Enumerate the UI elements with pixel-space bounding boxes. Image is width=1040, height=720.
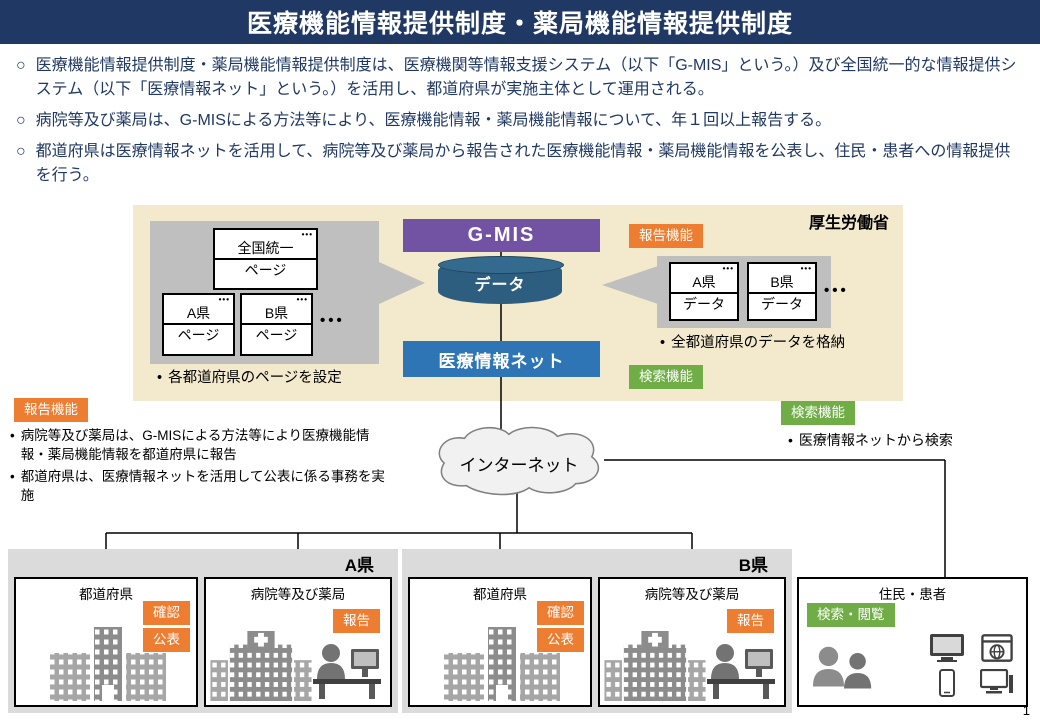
note-text: 各都道府県のページを設定 xyxy=(168,370,342,386)
report-note-item: • 病院等及び薬局は、G-MISによる方法等により医療機能情報・薬局機能情報を都… xyxy=(10,427,394,465)
pref-b-container: B県 都道府県 確認 公表 病院等及び薬局 報告 xyxy=(402,549,792,713)
screen-title: B県 xyxy=(749,274,815,294)
pages-panel-pointer xyxy=(379,262,425,304)
data-panel-note: • 全都道府県のデータを格納 xyxy=(660,334,900,353)
publish-badge: 公表 xyxy=(537,628,584,652)
government-building-icon xyxy=(444,627,560,701)
internet-cloud: インターネット xyxy=(428,424,610,498)
search-note-item: • 医療情報ネットから検索 xyxy=(788,431,1028,451)
pref-b-page-screen: ••• B県 ページ xyxy=(240,293,313,356)
org-title: 病院等及び薬局 xyxy=(250,587,346,602)
dot-bullet-marker: • xyxy=(157,370,163,386)
smartphone-icon xyxy=(939,669,955,697)
ministry-label: 厚生労働省 xyxy=(808,215,889,232)
database-label: データ xyxy=(474,277,526,294)
screen-subtitle: データ xyxy=(683,295,725,312)
internet-label: インターネット xyxy=(459,456,579,475)
screen-subtitle: データ xyxy=(761,295,803,312)
pref-a-med-box: 病院等及び薬局 報告 xyxy=(204,577,392,707)
note-text: 都道府県は、医療情報ネットを活用して公表に係る事務を実施 xyxy=(20,468,385,503)
residents-people-icon xyxy=(812,646,872,689)
org-title: 都道府県 xyxy=(79,587,133,602)
hospital-icon xyxy=(604,631,706,701)
person-at-computer-icon xyxy=(313,644,381,699)
screen-subtitle: ページ xyxy=(177,326,220,343)
window-dots-icon: ••• xyxy=(800,264,812,273)
report-note: • 病院等及び薬局は、G-MISによる方法等により医療機能情報・薬局機能情報を都… xyxy=(10,427,394,509)
screen-subtitle: ページ xyxy=(255,326,298,343)
intro-bullet-text: 医療機能情報提供制度・薬局機能情報提供制度は、医療機関等情報支援システム（以下「… xyxy=(35,57,1017,98)
database-cylinder: データ xyxy=(438,256,564,304)
intro-bullet-text: 都道府県は医療情報ネットを活用して、病院等及び薬局から報告された医療機能情報・薬… xyxy=(35,143,1011,184)
dot-bullet-marker: • xyxy=(788,432,793,448)
medical-info-net-node: 医療情報ネット xyxy=(403,341,600,377)
hospital-icon xyxy=(210,631,312,701)
pref-b-gov-box: 都道府県 確認 公表 xyxy=(408,577,592,707)
pages-panel-note: • 各都道府県のページを設定 xyxy=(157,369,397,388)
search-function-badge: 検索機能 xyxy=(629,365,703,389)
desktop-pc-icon xyxy=(980,669,1013,694)
window-dots-icon: ••• xyxy=(301,230,313,239)
window-dots-icon: ••• xyxy=(722,264,734,273)
circle-bullet-marker: ○ xyxy=(16,57,26,74)
intro-bullet: ○ 都道府県は医療情報ネットを活用して、病院等及び薬局から報告された医療機能情報… xyxy=(16,140,1024,188)
report-note-badge: 報告機能 xyxy=(14,398,88,422)
report-note-item: • 都道府県は、医療情報ネットを活用して公表に係る事務を実施 xyxy=(10,468,394,506)
pref-b-data-screen: ••• B県 データ xyxy=(747,262,817,321)
pref-a-label: A県 xyxy=(344,556,374,575)
residents-box: 住民・患者 検索・閲覧 xyxy=(797,577,1028,707)
circle-bullet-marker: ○ xyxy=(16,112,26,129)
confirm-badge: 確認 xyxy=(143,601,190,625)
screen-subtitle: ページ xyxy=(244,261,287,278)
dot-bullet-marker: • xyxy=(660,335,666,351)
government-building-icon xyxy=(50,627,166,701)
page-title: 医療機能情報提供制度・薬局機能情報提供制度 xyxy=(246,10,793,38)
pref-a-data-screen: ••• A県 データ xyxy=(669,262,739,321)
report-function-badge: 報告機能 xyxy=(629,224,703,248)
ellipsis: ••• xyxy=(320,312,345,329)
search-browse-badge: 検索・閲覧 xyxy=(807,603,895,627)
cloud-shape xyxy=(438,426,599,496)
pref-a-container: A県 都道府県 確認 公表 病院等及び薬局 報告 xyxy=(8,549,398,713)
note-text: 全都道府県のデータを格納 xyxy=(671,335,846,351)
note-text: 病院等及び薬局は、G-MISによる方法等により医療機能情報・薬局機能情報を都道府… xyxy=(20,428,370,462)
tv-icon xyxy=(930,634,964,662)
dot-bullet-marker: • xyxy=(10,428,15,443)
window-dots-icon: ••• xyxy=(296,295,308,304)
org-title: 住民・患者 xyxy=(878,587,947,602)
intro-bullet: ○ 病院等及び薬局は、G-MISによる方法等により、医療機能情報・薬局機能情報に… xyxy=(16,109,1024,133)
screen-title: 全国統一 xyxy=(215,240,316,260)
dot-bullet-marker: • xyxy=(10,468,15,484)
national-page-screen: ••• 全国統一 ページ xyxy=(213,228,318,290)
circle-bullet-marker: ○ xyxy=(16,143,26,160)
intro-section: ○ 医療機能情報提供制度・薬局機能情報提供制度は、医療機関等情報支援システム（以… xyxy=(16,54,1024,195)
screen-title: A県 xyxy=(164,305,233,325)
ellipsis: ••• xyxy=(824,282,849,299)
note-text: 医療情報ネットから検索 xyxy=(798,432,953,448)
org-title: 都道府県 xyxy=(473,587,527,602)
search-note: • 医療情報ネットから検索 xyxy=(788,431,1028,454)
intro-bullet: ○ 医療機能情報提供制度・薬局機能情報提供制度は、医療機関等情報支援システム（以… xyxy=(16,54,1024,102)
gmis-node: G-MIS xyxy=(403,219,600,252)
org-title: 病院等及び薬局 xyxy=(644,587,740,602)
screen-title: B県 xyxy=(242,305,311,325)
search-note-badge: 検索機能 xyxy=(781,401,855,425)
web-browser-icon xyxy=(981,634,1013,662)
window-dots-icon: ••• xyxy=(218,295,230,304)
publish-badge: 公表 xyxy=(143,628,190,652)
pref-b-med-box: 病院等及び薬局 報告 xyxy=(598,577,786,707)
pref-a-page-screen: ••• A県 ページ xyxy=(162,293,235,356)
report-badge: 報告 xyxy=(727,609,774,633)
device-icons xyxy=(928,633,1016,697)
page-number: 1 xyxy=(1022,703,1030,718)
title-bar: 医療機能情報提供制度・薬局機能情報提供制度 xyxy=(0,0,1040,44)
data-panel-pointer xyxy=(602,266,658,304)
screen-title: A県 xyxy=(671,274,737,294)
pref-b-label: B県 xyxy=(738,556,768,575)
report-badge: 報告 xyxy=(333,609,380,633)
pref-a-gov-box: 都道府県 確認 公表 xyxy=(14,577,198,707)
intro-bullet-text: 病院等及び薬局は、G-MISによる方法等により、医療機能情報・薬局機能情報につい… xyxy=(35,112,832,129)
person-at-computer-icon xyxy=(707,644,775,699)
confirm-badge: 確認 xyxy=(537,601,584,625)
